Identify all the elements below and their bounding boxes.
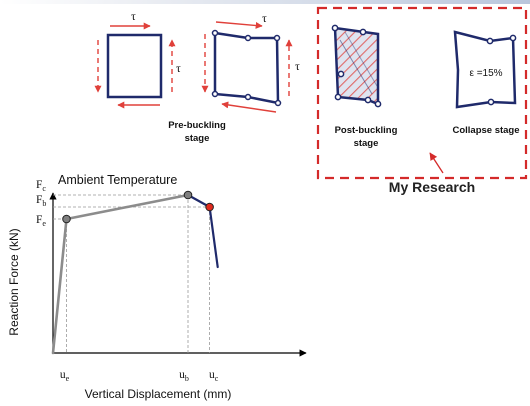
x-axis-label: Vertical Displacement (mm) [85,387,232,401]
tau-label-top: τ [131,9,136,23]
pre-buckling-label-line1: Pre-buckling [168,120,226,131]
y-tick-label-0: Fc [36,179,46,193]
force-displacement-chart: Ambient Temperature Reaction Force (kN) … [7,173,307,401]
series-1-segment-1 [208,205,219,269]
research-label: My Research [389,179,475,195]
post-buckling-label-line2: stage [354,138,379,149]
shear-arrows-flat [94,22,176,109]
series-0-segment-0 [51,217,68,355]
x-tick-label-0: ue [60,369,70,383]
chart-title: Ambient Temperature [58,173,177,187]
post-buckling-label-line1: Post-buckling [335,125,398,136]
panel-nodes [211,29,282,107]
tau-label-top-2: τ [262,11,267,25]
y-tick-label-2: Fe [36,214,46,228]
flat-panel [106,33,163,99]
chart-series [51,193,219,355]
deformed-panel [213,31,280,105]
data-point-2 [205,202,214,212]
pre-buckling-panel-deformed: τ τ [201,11,300,113]
pre-buckling-panel-flat: τ τ [94,9,181,109]
header-gradient-bar [0,0,530,4]
y-axis-label: Reaction Force (kN) [7,228,21,335]
chart-markers [62,190,214,224]
x-tick-label-2: uc [209,369,219,383]
collapse-stage-label: Collapse stage [452,125,519,136]
data-point-1 [183,190,193,200]
research-pointer-arrow [429,152,444,174]
collapse-panel [453,30,517,109]
tau-label-right: τ [176,61,181,75]
series-0-segment-1 [65,193,190,221]
pre-buckling-label-line2: stage [185,133,210,144]
research-dashed-box [316,6,528,180]
strain-label: ε =15% [469,68,502,79]
y-tick-label-1: Fb [36,194,46,208]
tau-label-right-2: τ [295,59,300,73]
x-tick-label-1: ub [179,369,189,383]
post-buckling-panel [331,24,382,108]
reference-guides [53,194,211,353]
data-point-0 [62,214,71,224]
shear-arrows-deformed [201,21,293,113]
